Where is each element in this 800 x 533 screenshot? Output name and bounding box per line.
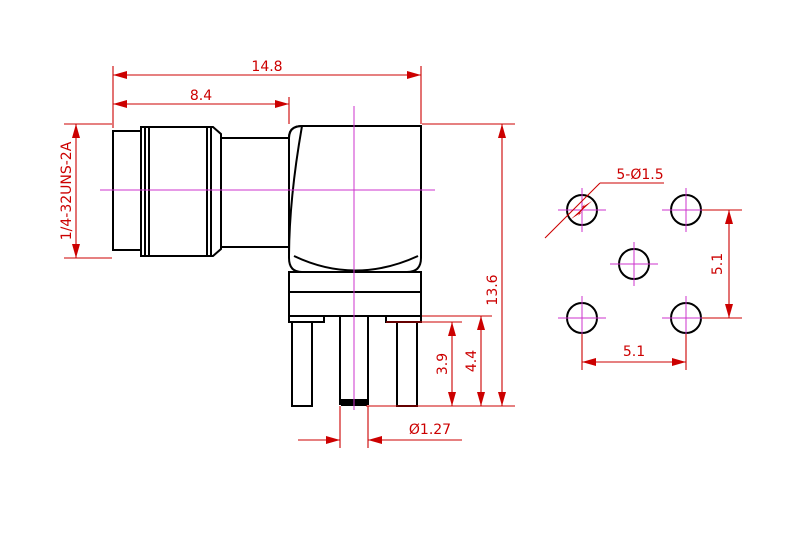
footprint-dimensions: [544, 182, 742, 370]
thread-spec-label: 1/4-32UNS-2A: [59, 141, 75, 240]
pin-height-1-label: 3.9: [435, 353, 451, 375]
coupling-nut: [140, 126, 222, 257]
hole-top-right: [662, 188, 710, 232]
hole-center: [610, 242, 658, 286]
pin-diameter-label: Ø1.27: [409, 422, 451, 438]
pin-height-2-label: 4.4: [464, 350, 480, 372]
height-label: 13.6: [485, 274, 501, 305]
dimension-lines: [64, 66, 515, 448]
overall-length-label: 14.8: [251, 59, 282, 75]
connector-side-view: [112, 124, 422, 407]
right-angle-body: [288, 125, 422, 273]
hole-spec-label: 5-Ø1.5: [616, 167, 663, 183]
ground-pin-right: [396, 321, 418, 407]
hole-bottom-left: [558, 296, 606, 340]
base-block: [288, 291, 422, 317]
ground-pin-left: [291, 321, 313, 407]
pcb-footprint: [558, 188, 710, 340]
hole-spacing-vertical-label: 5.1: [710, 253, 726, 275]
side-centerlines: [100, 106, 435, 410]
base-collar: [288, 271, 422, 293]
sleeve: [221, 137, 290, 248]
hole-spacing-horizontal-label: 5.1: [623, 344, 645, 360]
thread-length-label: 8.4: [190, 88, 212, 104]
